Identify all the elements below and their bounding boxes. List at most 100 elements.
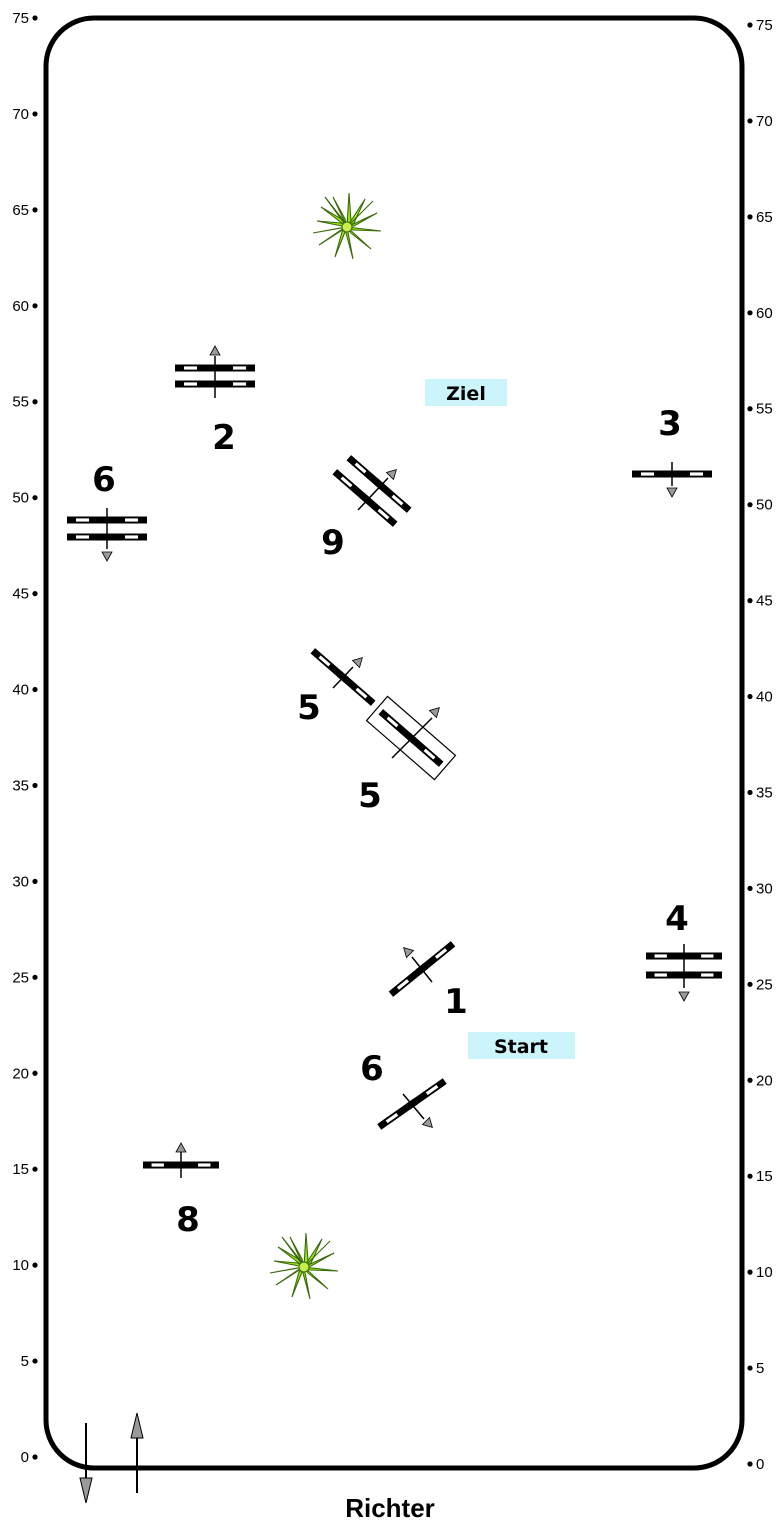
axis-right-tick-dot — [747, 1365, 753, 1371]
axis-right-tick-dot — [747, 1077, 753, 1083]
obstacle-1 — [388, 941, 456, 997]
axis-right-tick-label: 55 — [756, 401, 773, 418]
obstacle-label-7: 6 — [360, 1049, 384, 1089]
plant-icon — [269, 1232, 339, 1300]
obstacle-label-5b: 5 — [358, 776, 382, 816]
axis-right-tick-label: 60 — [756, 305, 773, 322]
axis-left-tick-dot — [32, 1166, 38, 1172]
arrow-up-icon — [209, 345, 221, 356]
axis-left-tick-dot — [32, 686, 38, 693]
goal-marker: Ziel — [425, 379, 507, 406]
arrow-down-icon — [101, 551, 113, 562]
axis-left-tick-label: 75 — [12, 10, 29, 27]
arrow-up-right-icon — [429, 703, 444, 718]
obstacle-3 — [632, 462, 712, 498]
arena-border — [43, 15, 745, 1471]
axis-right-tick-dot — [747, 885, 753, 892]
axis-left-tick-label: 25 — [12, 969, 29, 986]
axis-right-tick-label: 45 — [756, 593, 773, 610]
axis-right-tick-dot — [747, 22, 753, 28]
axis-left-tick-label: 70 — [12, 106, 29, 123]
axis-left-tick-label: 40 — [12, 682, 29, 699]
axis-right-tick-dot — [747, 693, 753, 700]
start-marker: Start — [468, 1032, 575, 1059]
goal-label: Ziel — [446, 383, 486, 405]
axis-left-tick-label: 35 — [12, 777, 29, 794]
obstacle-label-4: 4 — [665, 899, 689, 939]
axis-left-tick-label: 0 — [21, 1449, 29, 1466]
axis-right-tick-label: 0 — [756, 1456, 764, 1473]
plant-icon — [312, 192, 382, 260]
axis-right-tick-dot — [747, 1269, 753, 1275]
obstacle-8 — [143, 1142, 219, 1178]
arrow-up-icon — [175, 1142, 187, 1153]
obstacle-5-pole — [310, 648, 376, 706]
obstacle-label-6: 6 — [92, 460, 116, 500]
arrow-up-left-icon — [399, 943, 414, 958]
axis-left-tick-label: 55 — [12, 394, 29, 411]
axis-left: 0 5 10 15 20 25 30 35 40 45 50 55 60 65 70 75 — [12, 10, 38, 1466]
axis-left-tick-dot — [32, 591, 38, 597]
axis-right-tick-dot — [747, 502, 753, 508]
arrow-up-right-icon — [352, 653, 367, 668]
axis-right-tick-label: 20 — [756, 1072, 773, 1089]
arrow-down-icon — [666, 487, 678, 498]
axis-left-tick-label: 50 — [12, 490, 29, 507]
axis-left-tick-dot — [32, 15, 38, 21]
axis-right-tick-dot — [747, 214, 753, 220]
obstacle-label-2: 2 — [212, 418, 236, 458]
axis-left-tick-dot — [32, 1070, 38, 1076]
axis-right-tick-dot — [747, 981, 753, 987]
obstacle-label-8: 8 — [176, 1200, 200, 1240]
arrow-up-right-icon — [386, 465, 401, 480]
axis-left-tick-dot — [32, 974, 38, 980]
axis-left-tick-label: 20 — [12, 1065, 29, 1082]
obstacle-label-9: 9 — [321, 523, 345, 563]
axis-right-tick-dot — [747, 1461, 753, 1467]
axis-left-tick-label: 15 — [12, 1161, 29, 1178]
axis-left-tick-label: 60 — [12, 298, 29, 315]
entry-arrow-up-icon — [130, 1412, 144, 1493]
axis-right-tick-label: 70 — [756, 113, 773, 130]
axis-left-tick-dot — [32, 495, 38, 501]
judge-label: Richter — [345, 1493, 435, 1523]
axis-right-tick-label: 10 — [756, 1264, 773, 1281]
axis-right-tick-label: 15 — [756, 1168, 773, 1185]
obstacle-9 — [332, 455, 412, 527]
obstacle-5-box — [365, 695, 457, 781]
arrow-down-icon — [678, 991, 690, 1002]
axis-right-tick-label: 50 — [756, 497, 773, 514]
axis-left-tick-dot — [32, 399, 38, 405]
axis-right-tick-label: 40 — [756, 689, 773, 706]
obstacle-label-5: 5 — [297, 688, 321, 728]
axis-left-tick-label: 30 — [12, 873, 29, 890]
axis-right-tick-dot — [747, 598, 753, 604]
exit-arrow-down-icon — [79, 1423, 93, 1504]
start-label: Start — [494, 1036, 548, 1058]
obstacle-4 — [646, 944, 722, 1002]
obstacle-2 — [175, 345, 255, 398]
axis-left-tick-dot — [32, 303, 38, 309]
axis-left-tick-dot — [32, 111, 38, 117]
axis-left-tick-label: 5 — [21, 1353, 29, 1370]
axis-right-tick-label: 30 — [756, 880, 773, 897]
axis-left-tick-label: 10 — [12, 1257, 29, 1274]
axis-left-tick-label: 65 — [12, 202, 29, 219]
axis-right-tick-dot — [747, 406, 753, 412]
obstacle-label-3: 3 — [658, 404, 682, 444]
axis-left-tick-label: 45 — [12, 586, 29, 603]
axis-right-tick-dot — [747, 1173, 753, 1179]
axis-right-tick-label: 5 — [756, 1360, 764, 1377]
obstacle-6 — [67, 508, 147, 562]
axis-right-tick-label: 25 — [756, 976, 773, 993]
axis-right-tick-dot — [747, 310, 753, 316]
axis-left-tick-dot — [32, 782, 38, 789]
axis-right-tick-label: 75 — [756, 17, 773, 34]
axis-left-tick-dot — [32, 1262, 38, 1268]
axis-left-tick-dot — [32, 1454, 38, 1460]
axis-right-tick-dot — [747, 118, 753, 124]
axis-left-tick-dot — [32, 207, 38, 213]
axis-left-tick-dot — [32, 878, 38, 885]
obstacle-label-1: 1 — [444, 982, 468, 1022]
